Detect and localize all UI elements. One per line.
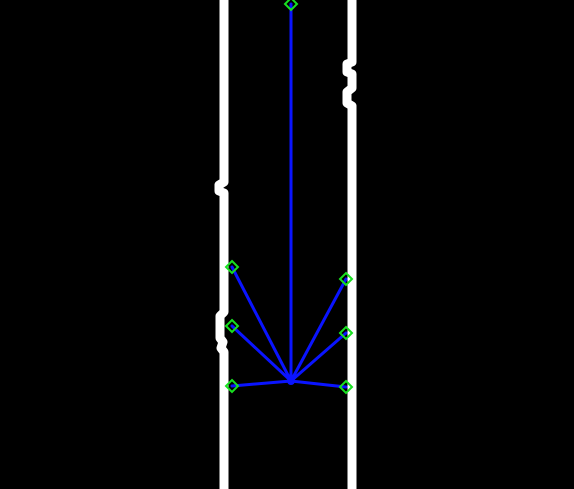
ray-left-upper-hit-marker xyxy=(224,259,240,275)
ray-hit-markers xyxy=(224,0,354,395)
ray-left-lower xyxy=(230,379,293,388)
ray-origin-point xyxy=(287,377,295,385)
ray-left-middle xyxy=(230,324,293,383)
left-track-boundary xyxy=(214,0,229,489)
ray-right-upper-hit-marker xyxy=(338,271,354,287)
ray-right-lower xyxy=(289,379,348,389)
right-track-boundary xyxy=(342,0,357,489)
ray-right-middle-hit-marker xyxy=(338,325,354,341)
ray-right-lower-hit-marker xyxy=(338,379,354,395)
ray-right-upper xyxy=(289,277,348,383)
ray-forward-hit-marker xyxy=(283,0,299,12)
ray-left-lower-hit-marker xyxy=(224,378,240,394)
ray-right-middle xyxy=(289,331,348,383)
ray-left-middle-hit-marker xyxy=(224,318,240,334)
ray-left-upper xyxy=(230,265,293,383)
sensor-rays xyxy=(230,2,348,389)
